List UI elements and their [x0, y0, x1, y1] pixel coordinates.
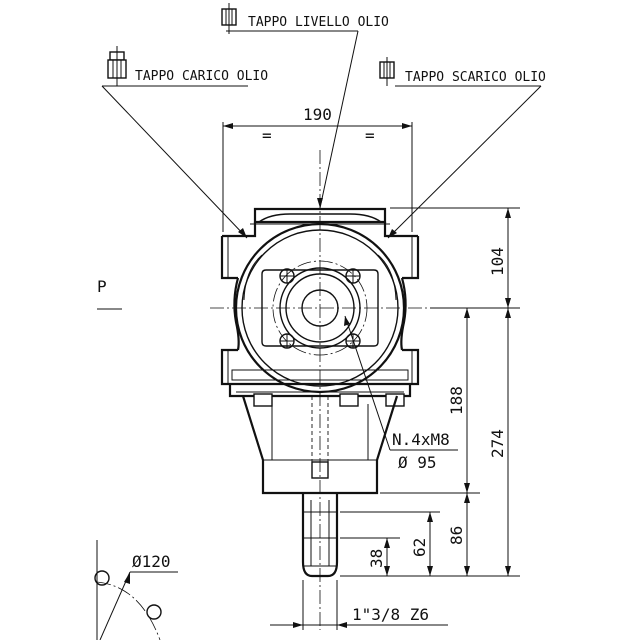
bolt-circle-diameter: Ø 95: [398, 453, 437, 472]
oil-drain-plug-icon: [379, 57, 395, 86]
output-height-dimension: 274: [488, 429, 507, 458]
upper-height-dimension: 104: [488, 247, 507, 276]
view-letter-text: P: [97, 277, 107, 296]
oil-drain-leader: [387, 85, 542, 239]
pitch-circle-view: Ø120: [94, 540, 178, 640]
oil-fill-plug-icon: [107, 46, 127, 86]
equal-mark-left: =: [262, 126, 272, 145]
equal-mark-right: =: [365, 126, 375, 145]
oil-fill-leader: [101, 85, 248, 239]
shaft-spline-dimension: 62: [410, 538, 429, 557]
shaft-short-dimension: 38: [367, 549, 386, 568]
oil-level-plug-icon: [221, 3, 237, 34]
oil-fill-plug-label: TAPPO CARICO OLIO: [135, 69, 268, 84]
shaft-total-dimension: 86: [447, 526, 466, 545]
bolt-note: N.4xM8: [392, 430, 450, 449]
pitch-circle-diameter: Ø120: [132, 552, 171, 571]
spline-spec: 1"3/8 Z6: [352, 605, 429, 624]
center-to-flange-dimension: 188: [447, 386, 466, 415]
oil-level-plug-label: TAPPO LIVELLO OLIO: [248, 15, 389, 30]
oil-drain-plug-label: TAPPO SCARICO OLIO: [405, 70, 546, 85]
oil-level-leader: [319, 30, 359, 209]
output-shaft: [301, 493, 339, 578]
overall-width-dimension: 190: [303, 105, 332, 124]
